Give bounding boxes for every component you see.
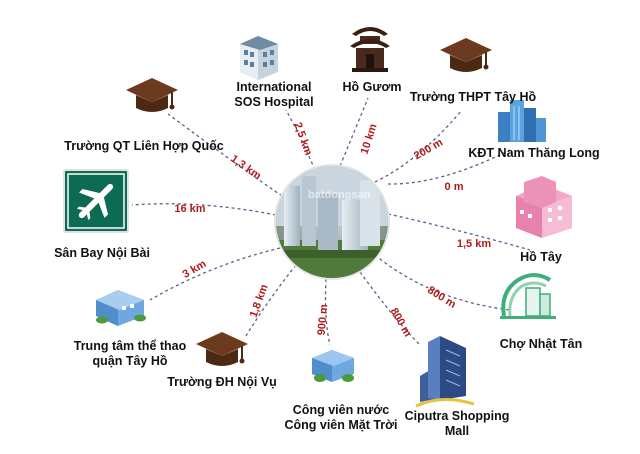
distance-congvien: 900 m <box>316 303 331 335</box>
label-line: Hồ Tây <box>520 250 562 264</box>
distance-thpt: 200 m <box>412 136 445 162</box>
park-building-icon <box>312 350 354 382</box>
connector-noibai <box>131 203 277 216</box>
label-line: quận Tây Hồ <box>92 354 167 368</box>
label-line: Công viên nước <box>293 403 389 417</box>
label-qt: Trường QT Liên Hợp Quốc <box>64 139 224 153</box>
distance-ciputra: 800 m <box>388 306 414 339</box>
distance-hoguom: 10 km <box>359 122 380 156</box>
watermark: batdongsan <box>308 189 371 201</box>
connector-dhnoivu <box>245 264 297 337</box>
label-line: Trung tâm thể thao <box>74 339 187 353</box>
label-line: Sân Bay Nội Bài <box>54 246 150 260</box>
label-line: Chợ Nhật Tân <box>500 337 583 351</box>
connector-hoguom <box>339 97 369 167</box>
connector-thpt <box>374 109 463 183</box>
connector-qt <box>167 113 283 197</box>
distance-hotay: 1,5 km <box>457 238 491 250</box>
label-line: Hồ Gươm <box>343 80 402 94</box>
label-line: Ciputra Shopping <box>405 409 510 423</box>
label-cho: Chợ Nhật Tân <box>500 337 583 351</box>
graduation-cap-icon <box>126 78 178 112</box>
label-line: International <box>236 80 311 94</box>
label-thpt: Trường THPT Tây Hồ <box>410 90 537 104</box>
airplane-icon <box>63 169 129 233</box>
label-hotay: Hồ Tây <box>520 250 562 264</box>
building-icon <box>240 36 278 80</box>
distance-sos: 2,5 km <box>291 121 314 157</box>
distance-noibai: 16 km <box>174 203 205 215</box>
label-line: Trường ĐH Nội Vụ <box>167 375 277 389</box>
distance-dhnoivu: 1,8 km <box>248 283 271 319</box>
label-line: KĐT Nam Thăng Long <box>468 146 599 160</box>
label-kdt: KĐT Nam Thăng Long <box>468 146 599 160</box>
distance-cho: 800 m <box>425 284 458 311</box>
project-image: batdongsan <box>274 164 390 280</box>
mall-icon <box>415 336 475 408</box>
graduation-cap-icon <box>440 38 492 72</box>
distance-kdt: 0 m <box>445 181 464 193</box>
temple-icon <box>350 27 390 72</box>
connector-lines <box>131 97 531 346</box>
skyscraper-icon <box>498 100 546 142</box>
distance-qt: 1,3 km <box>228 153 263 183</box>
connector-ciputra <box>359 271 421 346</box>
pink-building-icon <box>516 176 572 238</box>
connector-sos <box>285 109 316 171</box>
label-line: Trường QT Liên Hợp Quốc <box>64 139 224 153</box>
label-line: Công viên Mặt Trời <box>284 418 397 432</box>
label-hoguom: Hồ Gươm <box>343 80 402 94</box>
connector-hotay <box>387 213 531 251</box>
label-line: Trường THPT Tây Hồ <box>410 90 537 104</box>
label-line: SOS Hospital <box>234 95 313 109</box>
market-icon <box>500 273 556 319</box>
connector-kdt <box>387 149 511 185</box>
connector-congvien <box>324 278 331 346</box>
graduation-cap-icon <box>196 332 248 366</box>
label-line: Mall <box>445 424 469 438</box>
label-noibai: Sân Bay Nội Bài <box>54 246 150 260</box>
label-dhnoivu: Trường ĐH Nội Vụ <box>167 375 277 389</box>
sports-center-icon <box>96 290 146 326</box>
